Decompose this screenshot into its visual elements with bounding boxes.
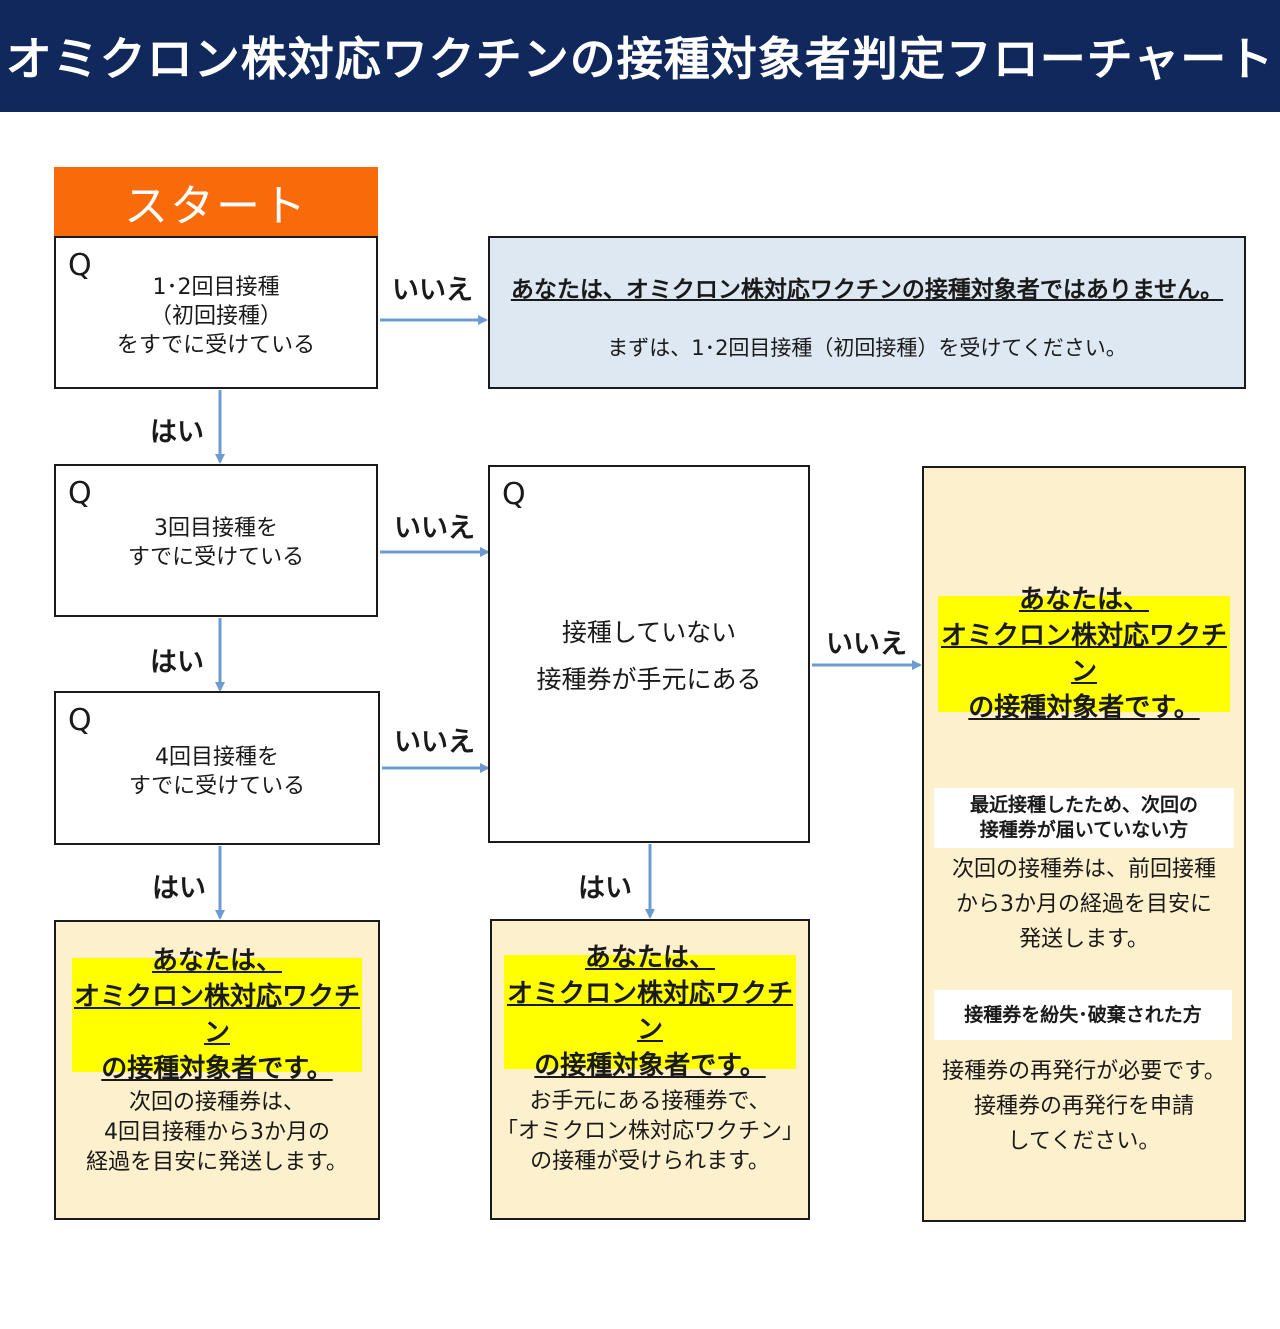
question-box-ticket-on-hand: Q 接種していない 接種券が手元にある xyxy=(488,465,810,843)
eligible-highlight: あなたは、 オミクロン株対応ワクチン の接種対象者です。 xyxy=(938,585,1230,723)
recent-dose-text: 次回の接種券は、前回接種 から3か月の経過を目安に 発送します。 xyxy=(951,857,1216,952)
yes-label: はい xyxy=(152,873,206,904)
question-text-line2: 接種券が手元にある xyxy=(536,665,762,694)
page-title: オミクロン株対応ワクチンの接種対象者判定フローチャート xyxy=(0,0,1280,112)
question-text: 3回目接種を すでに受けている xyxy=(127,516,305,570)
not-eligible-body: まずは、1･2回目接種（初回接種）を受けてください。 xyxy=(607,336,1127,360)
no-label: いいえ xyxy=(392,275,473,306)
question-box-3rd-dose: Q 3回目接種を すでに受けている xyxy=(54,464,378,617)
q-mark: Q xyxy=(68,703,92,738)
no-label: いいえ xyxy=(394,513,475,544)
question-box-4th-dose: Q 4回目接種を すでに受けている xyxy=(54,691,380,845)
eligible-highlight: あなたは、 オミクロン株対応ワクチン の接種対象者です。 xyxy=(504,943,796,1081)
not-eligible-heading: あなたは、オミクロン株対応ワクチンの接種対象者ではありません。 xyxy=(510,277,1224,303)
yes-label: はい xyxy=(150,417,204,448)
no-label: いいえ xyxy=(394,727,475,758)
result-text: 次回の接種券は、 4回目接種から3か月の 経過を目安に発送します。 xyxy=(86,1090,348,1175)
eligible-highlight: あなたは、 オミクロン株対応ワクチン の接種対象者です。 xyxy=(72,946,362,1084)
recent-dose-heading: 最近接種したため、次回の 接種券が届いていない方 xyxy=(934,788,1234,848)
yes-label: はい xyxy=(578,873,632,904)
result-box-ticket-on-hand: あなたは、 オミクロン株対応ワクチン の接種対象者です。 お手元にある接種券で、… xyxy=(490,919,810,1220)
start-label: スタート xyxy=(54,167,378,237)
no-label: いいえ xyxy=(826,629,907,660)
not-eligible-box: あなたは、オミクロン株対応ワクチンの接種対象者ではありません。 まずは、1･2回… xyxy=(488,236,1246,389)
question-text-line1: 接種していない xyxy=(561,618,737,647)
question-box-initial-doses: Q 1･2回目接種 （初回接種） をすでに受けている xyxy=(54,236,378,389)
yes-label: はい xyxy=(150,647,204,678)
result-text: お手元にある接種券で、 「オミクロン株対応ワクチン」 の接種が受けられます。 xyxy=(495,1089,804,1174)
q-mark: Q xyxy=(68,248,92,283)
question-text: 4回目接種を すでに受けている xyxy=(128,745,306,799)
question-text: 1･2回目接種 （初回接種） をすでに受けている xyxy=(116,275,316,358)
q-mark: Q xyxy=(68,476,92,511)
result-box-after-4th-dose: あなたは、 オミクロン株対応ワクチン の接種対象者です。 次回の接種券は、 4回… xyxy=(54,920,380,1220)
q-mark: Q xyxy=(502,477,526,512)
lost-ticket-text: 接種券の再発行が必要です。 接種券の再発行を申請 してください。 xyxy=(942,1059,1226,1154)
lost-ticket-heading: 接種券を紛失･破棄された方 xyxy=(934,990,1232,1040)
result-box-no-ticket: あなたは、 オミクロン株対応ワクチン の接種対象者です。 最近接種したため、次回… xyxy=(922,466,1246,1222)
